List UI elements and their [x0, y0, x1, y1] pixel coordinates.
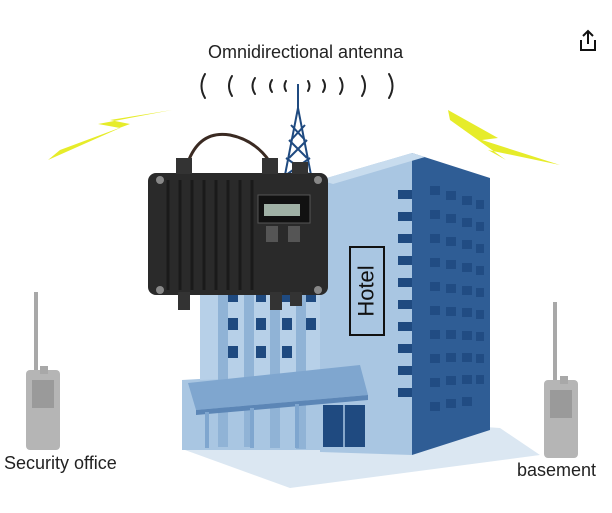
share-icon [580, 29, 596, 51]
lightning-bolt-left [48, 110, 172, 160]
share-button[interactable] [575, 28, 601, 54]
signal-waves [200, 73, 394, 99]
security-office-label: Security office [4, 453, 117, 473]
antenna-tower [284, 84, 312, 176]
repeater-device [148, 132, 328, 310]
lightning-bolt-right [448, 110, 560, 165]
basement-label: basement [517, 460, 597, 480]
hotel-sign: Hotel [349, 246, 385, 336]
hotel-sign-text: Hotel [354, 265, 380, 317]
antenna-label: Omnidirectional antenna [208, 42, 404, 62]
walkie-talkie-right [544, 302, 578, 458]
walkie-talkie-left [26, 292, 60, 450]
